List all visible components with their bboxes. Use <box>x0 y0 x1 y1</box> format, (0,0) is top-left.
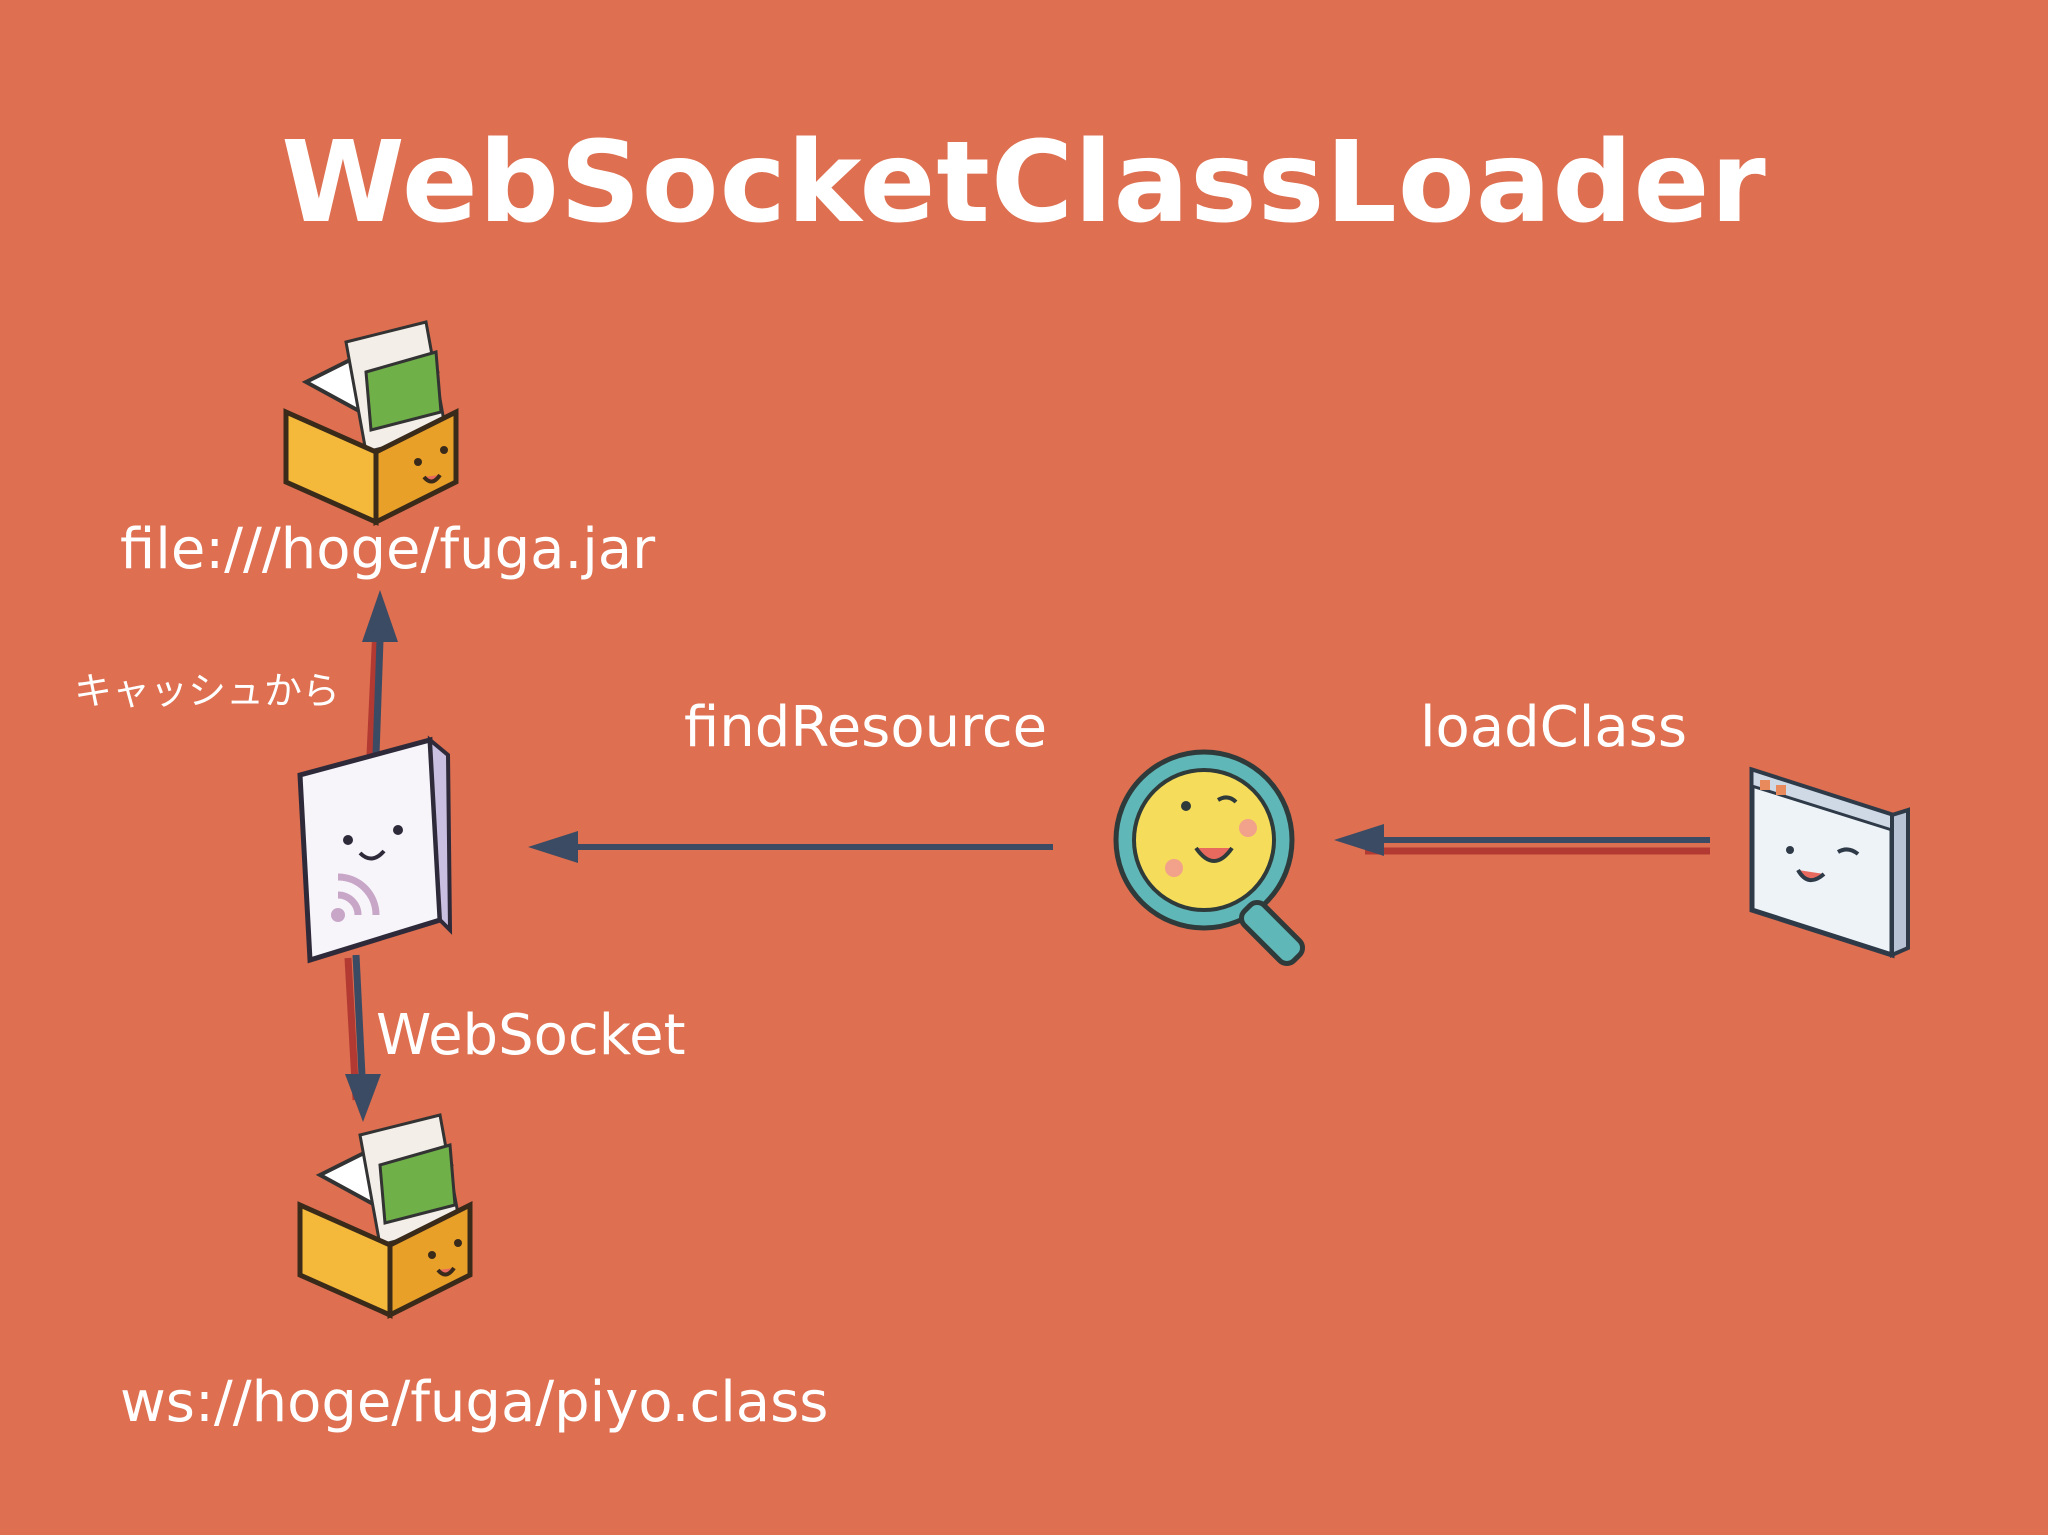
cache-label: キャッシュから <box>74 669 341 713</box>
arrow-cache <box>362 590 398 756</box>
arrow-find-resource <box>528 831 1053 863</box>
window-icon <box>1742 760 1914 960</box>
websocket-device-icon <box>290 735 456 965</box>
ws-path-label: ws://hoge/fuga/piyo.class <box>120 1370 829 1435</box>
jar-path-label: file:///hoge/fuga.jar <box>120 517 656 582</box>
arrow-load-class <box>1334 824 1710 856</box>
box-with-files-icon <box>280 1105 480 1321</box>
load-class-label: loadClass <box>1420 695 1688 760</box>
slide-title: WebSocketClassLoader <box>281 118 1767 248</box>
magnifier-icon <box>1108 748 1336 968</box>
box-with-files-icon <box>266 312 466 528</box>
find-resource-label: findResource <box>684 695 1048 760</box>
websocket-label: WebSocket <box>376 1003 686 1068</box>
arrow-websocket <box>345 954 381 1122</box>
